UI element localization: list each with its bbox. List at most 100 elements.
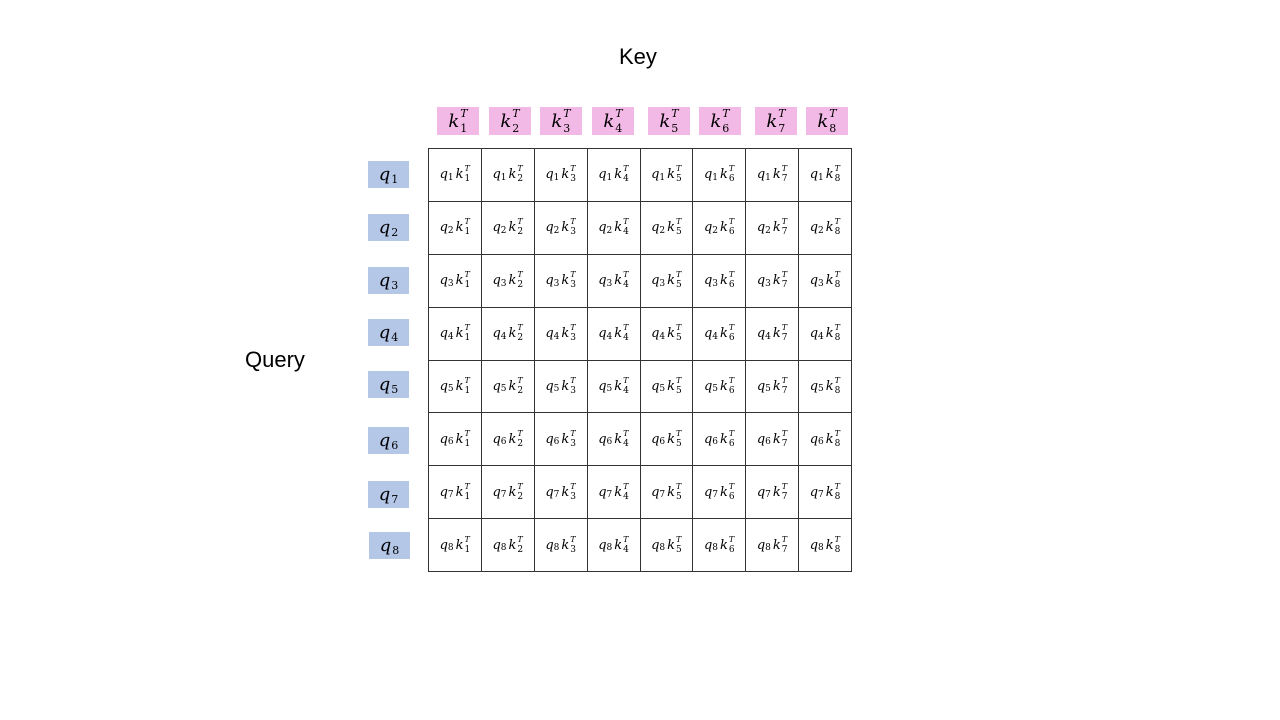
cell-key-symbol: k xyxy=(667,220,676,236)
cell-key-symbol: k xyxy=(614,273,623,289)
cell-key-symbol: k xyxy=(561,484,570,500)
cell-key-symbol: k xyxy=(508,378,517,394)
key-chip-symbol: k xyxy=(551,110,563,132)
cell-key-index: 4 xyxy=(623,174,629,185)
cell-transpose: T xyxy=(834,217,841,227)
cell-query-symbol: q xyxy=(439,167,448,183)
cell-transpose: T xyxy=(676,534,682,544)
key-chip-transpose: T xyxy=(722,107,730,120)
cell-key-index: 3 xyxy=(570,544,577,555)
cell-transpose: T xyxy=(676,428,682,438)
cell-query-index: 5 xyxy=(553,384,560,395)
cell-transpose: T xyxy=(834,323,841,333)
cell-key-symbol: k xyxy=(772,537,781,553)
query-chip-symbol: q xyxy=(378,322,391,343)
cell-transpose: T xyxy=(834,164,841,174)
cell-key-index: 3 xyxy=(570,491,577,502)
cell-key-index: 1 xyxy=(464,491,471,502)
cell-transpose: T xyxy=(517,534,523,544)
cell-query-symbol: q xyxy=(651,484,660,500)
cell-key-symbol: k xyxy=(667,167,676,183)
cell-key-symbol: k xyxy=(455,326,464,342)
cell-key-symbol: k xyxy=(825,378,834,394)
cell-query-index: 6 xyxy=(500,437,507,448)
cell-query-symbol: q xyxy=(651,220,660,236)
cell-transpose: T xyxy=(570,217,576,227)
cell-transpose: T xyxy=(834,481,841,491)
cell-query-index: 8 xyxy=(659,543,666,554)
cell-key-symbol: k xyxy=(825,537,834,553)
cell-key-index: 4 xyxy=(623,280,629,291)
cell-transpose: T xyxy=(517,481,523,491)
cell-query-index: 2 xyxy=(659,225,666,236)
cell-query-symbol: q xyxy=(598,378,607,394)
cell-key-index: 2 xyxy=(517,333,524,344)
cell-key-index: 7 xyxy=(781,227,788,238)
query-chip-symbol: q xyxy=(378,217,391,238)
cell-transpose: T xyxy=(570,375,576,385)
query-chip-symbol: q xyxy=(378,164,391,185)
cell-key-symbol: k xyxy=(667,484,676,500)
cell-key-symbol: k xyxy=(455,273,464,289)
cell-key-index: 8 xyxy=(834,280,841,291)
cell-transpose: T xyxy=(464,481,470,491)
cell-key-symbol: k xyxy=(455,378,464,394)
query-chip-index: 7 xyxy=(391,493,399,506)
cell-query-symbol: q xyxy=(439,273,448,289)
cell-key-symbol: k xyxy=(667,431,676,447)
cell-query-index: 1 xyxy=(447,172,454,183)
cell-key-symbol: k xyxy=(772,167,781,183)
cell-key-symbol: k xyxy=(508,537,517,553)
cell-transpose: T xyxy=(728,164,735,174)
key-chip-symbol: k xyxy=(817,110,829,132)
cell-key-symbol: k xyxy=(667,326,676,342)
cell-query-index: 1 xyxy=(606,172,613,183)
cell-key-index: 3 xyxy=(570,385,577,396)
cell-query-symbol: q xyxy=(598,431,607,447)
cell-query-symbol: q xyxy=(756,378,766,394)
key-chip-symbol: k xyxy=(766,110,778,132)
cell-key-symbol: k xyxy=(825,431,834,447)
cell-key-index: 3 xyxy=(570,174,577,185)
cell-key-index: 2 xyxy=(517,280,524,291)
cell-key-index: 1 xyxy=(464,544,471,555)
cell-key-index: 8 xyxy=(834,174,841,185)
cell-query-index: 5 xyxy=(712,384,719,395)
key-chip-transpose: T xyxy=(671,107,679,120)
cell-key-index: 5 xyxy=(676,544,682,555)
cell-query-index: 8 xyxy=(447,543,454,554)
cell-key-index: 5 xyxy=(676,333,682,344)
cell-query-index: 2 xyxy=(765,225,771,236)
cell-query-index: 6 xyxy=(712,437,719,448)
key-chip-index: 1 xyxy=(460,122,468,135)
cell-query-index: 8 xyxy=(765,543,771,554)
cell-query-symbol: q xyxy=(809,484,819,500)
cell-query-symbol: q xyxy=(703,537,713,553)
cell-query-index: 1 xyxy=(659,172,666,183)
cell-transpose: T xyxy=(781,217,788,227)
cell-query-symbol: q xyxy=(651,378,660,394)
